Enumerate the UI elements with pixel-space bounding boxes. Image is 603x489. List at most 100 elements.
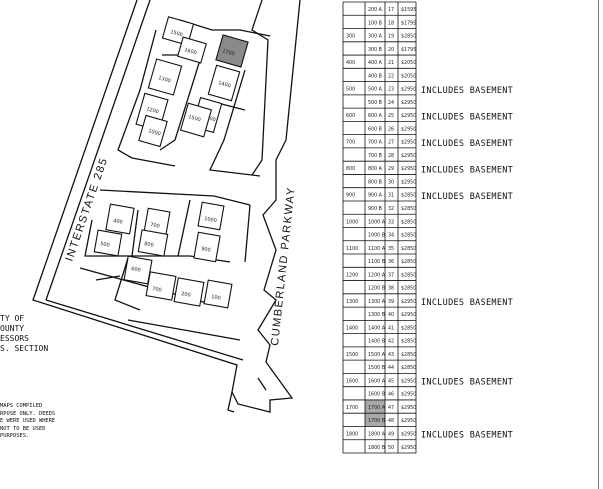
unit-cell: 1200 B (368, 286, 385, 292)
disclaimer-line: E WERE USED WHERE (0, 418, 56, 424)
building-label: 1300 (157, 75, 171, 84)
unit-cell: 900 B (368, 206, 382, 212)
unit-cell: 800 A (368, 166, 383, 172)
building-label: 1500 (169, 29, 183, 38)
unit-cell: 400 A (368, 60, 383, 66)
includes-basement-note: INCLUDES BASEMENT (421, 86, 513, 96)
building: 600 (123, 255, 153, 285)
price-cell: $2850 (401, 233, 416, 239)
price-cell: $2950 (401, 378, 416, 384)
building-footprint (207, 64, 241, 102)
building-label: 500 (100, 241, 110, 249)
building-number-cell: 800 (346, 166, 355, 172)
price-cell: $2850 (401, 259, 416, 265)
lot-number-cell: 24 (388, 100, 394, 106)
lot-number-cell: 46 (388, 392, 394, 398)
includes-basement-note: INCLUDES BASEMENT (421, 378, 513, 388)
building: 100 (203, 279, 233, 309)
lot-number-cell: 34 (388, 233, 394, 239)
price-cell: $2950 (401, 392, 416, 398)
unit-cell: 1700 A (368, 405, 386, 411)
building-footprint (179, 102, 213, 138)
unit-cell: 1400 B (368, 339, 385, 345)
building-number-cell: 600 (346, 113, 355, 119)
disclaimer-line: RPOSE ONLY. DEEDS (0, 410, 56, 417)
includes-basement-note: INCLUDES BASEMENT (421, 112, 513, 122)
source-caption: TY OF OUNTY ESSORS S. SECTION (0, 314, 48, 354)
building: 1000 (197, 201, 225, 231)
building-number-cell: 900 (346, 193, 355, 199)
lot-number-cell: 22 (388, 73, 394, 79)
building: 900 (193, 231, 221, 263)
unit-cell: 1100 B (368, 259, 385, 265)
unit-cell: 1400 A (368, 325, 386, 331)
price-cell: $2850 (401, 352, 416, 358)
unit-cell: 500 A (368, 87, 383, 93)
unit-cell: 1600 B (368, 392, 385, 398)
price-cell: $1795 (401, 47, 416, 53)
highlighted-unit-cell (365, 413, 385, 427)
building-number-cell: 1700 (346, 405, 358, 411)
lot-number-cell: 20 (388, 47, 394, 53)
building-number-cell: 1500 (346, 352, 358, 358)
lot-number-cell: 44 (388, 365, 394, 371)
lot-number-cell: 49 (388, 431, 394, 437)
price-cell: $2050 (401, 73, 416, 79)
buildings-upper: 150016001700130014001200110010001500 (135, 16, 249, 148)
price-cell: $2850 (401, 272, 416, 278)
unit-cell: 300 A (368, 34, 383, 40)
unit-cell: 1700 B (368, 418, 385, 424)
source-caption-line: OUNTY (0, 324, 25, 333)
building-footprint (105, 203, 135, 235)
price-cell: $2950 (401, 113, 416, 119)
lot-number-cell: 17 (388, 7, 394, 13)
building-label: 600 (131, 266, 141, 274)
price-cell: $2950 (401, 299, 416, 305)
disclaimer-line: PURPOSES. (0, 433, 30, 439)
building-label: 1600 (183, 47, 197, 56)
building: 1700 (215, 34, 249, 68)
building-label: 400 (113, 218, 123, 226)
lot-number-cell: 32 (388, 206, 394, 212)
unit-cell: 400 B (368, 73, 382, 79)
unit-cell: 600 A (368, 113, 383, 119)
unit-cell: 1200 A (368, 272, 386, 278)
building: 400 (105, 203, 135, 235)
unit-cell: 1500 A (368, 352, 386, 358)
unit-cell: 1800 A (368, 431, 386, 437)
price-cell: $2850 (401, 286, 416, 292)
lot-number-cell: 31 (388, 193, 394, 199)
price-cell: $2850 (401, 246, 416, 252)
building-label: 200 (181, 291, 191, 299)
unit-cell: 900 A (368, 193, 383, 199)
price-cell: $2850 (401, 365, 416, 371)
building-label: 100 (211, 294, 221, 302)
includes-basement-note: INCLUDES BASEMENT (421, 298, 513, 308)
lot-number-cell: 41 (388, 325, 394, 331)
building-label: 1500 (187, 114, 201, 123)
disclaimer-line: NOT TO BE USED (0, 425, 46, 432)
lot-number-cell: 36 (388, 259, 394, 265)
building: 500 (93, 229, 123, 257)
building: 800 (137, 229, 169, 257)
price-cell: $2950 (401, 100, 416, 106)
price-cell: $2950 (401, 166, 416, 172)
price-cell: $2950 (401, 87, 416, 93)
highlighted-building-footprint (215, 34, 249, 68)
lot-number-cell: 23 (388, 87, 394, 93)
